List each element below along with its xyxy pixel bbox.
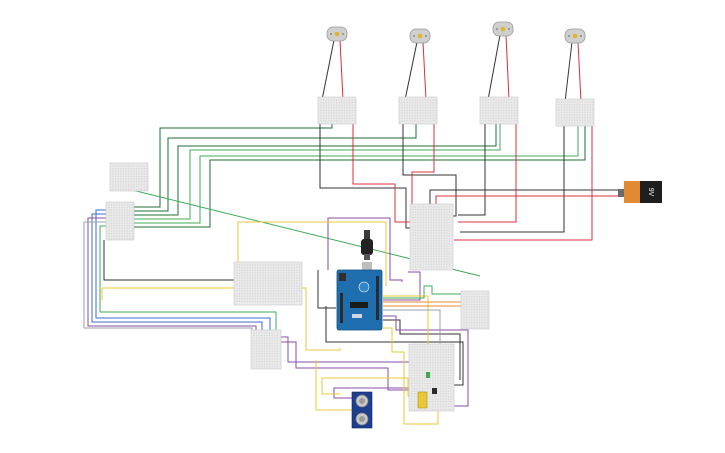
wire-purple-sensor[interactable] [333, 387, 418, 399]
dc-motor-2[interactable] [409, 28, 431, 44]
breadboard-body [409, 203, 454, 271]
wire-red-3[interactable] [458, 124, 517, 223]
breadboard-top-left[interactable] [109, 162, 149, 192]
wire-motor4-red[interactable] [577, 41, 582, 103]
wire-dkgreen-1[interactable] [133, 124, 333, 208]
wire-blue-1[interactable] [95, 209, 271, 330]
wire-black-uno-down[interactable] [325, 306, 464, 386]
wire-blue-2[interactable] [91, 213, 263, 330]
wire-motor2-black[interactable] [404, 41, 418, 101]
breadboard-bottom-right[interactable] [408, 343, 455, 412]
wire-yellow-2[interactable] [101, 287, 341, 351]
wire-dkgreen-3[interactable] [133, 124, 497, 216]
battery-label: 9V [647, 188, 654, 197]
dc-barrel [339, 273, 346, 281]
wire-green-right[interactable] [383, 285, 462, 299]
led-green[interactable] [426, 372, 430, 378]
wire-green-left[interactable] [99, 225, 277, 330]
microcontroller-chip [350, 302, 368, 308]
wire-black-battery[interactable] [429, 189, 624, 205]
buzzer[interactable] [417, 391, 428, 409]
wire-motor1-red[interactable] [339, 39, 344, 101]
battery-9v[interactable]: 9V [618, 181, 662, 203]
uno-logo-icon [358, 281, 370, 293]
motor-shaft-icon [572, 33, 578, 39]
wire-motor2-red[interactable] [422, 41, 427, 101]
wire-purple-left[interactable] [87, 217, 257, 330]
wire-black-gnd-3[interactable] [458, 124, 486, 216]
breadboards-layer [105, 96, 595, 412]
breadboard-right-small[interactable] [460, 290, 490, 330]
wire-motor4-black[interactable] [564, 41, 573, 103]
motor-shaft-icon [417, 33, 423, 39]
wire-yellow-4[interactable] [383, 327, 439, 425]
arduino-board [336, 269, 383, 331]
wire-dkgreen-2[interactable] [133, 124, 417, 212]
wire-red-battery[interactable] [435, 195, 624, 205]
wire-red-4[interactable] [454, 126, 593, 241]
dc-motor-3[interactable] [492, 21, 514, 37]
wire-black-lower[interactable] [383, 319, 461, 380]
wire-black-gnd-1[interactable] [319, 124, 412, 229]
motor-shaft-icon [500, 26, 506, 32]
bottom-parts [417, 372, 437, 409]
breadboard-motor-1[interactable] [317, 96, 357, 125]
power-jack[interactable] [361, 230, 373, 260]
digital-header [376, 276, 379, 320]
usb-port [362, 262, 372, 273]
breadboard-center-vertical[interactable] [409, 203, 454, 271]
wire-red-2[interactable] [411, 124, 435, 206]
wire-motor3-red[interactable] [505, 34, 510, 101]
motors-layer [326, 21, 586, 44]
wire-motor1-black[interactable] [321, 39, 335, 101]
wires-layer [83, 34, 624, 425]
wire-purple-4[interactable] [383, 315, 469, 407]
dc-motor-1[interactable] [326, 26, 348, 42]
wire-black-gnd-4[interactable] [460, 126, 565, 233]
wire-purple-1[interactable] [327, 217, 403, 282]
battery-body [640, 181, 662, 203]
wire-black-uno-gnd[interactable] [317, 270, 336, 309]
arduino-uno[interactable] [336, 262, 383, 331]
wire-green-4[interactable] [133, 124, 501, 220]
wire-dkgreen-6[interactable] [133, 126, 586, 228]
breadboard-body [408, 343, 455, 412]
wire-motor3-black[interactable] [487, 34, 501, 101]
wire-black-gnd-2[interactable] [402, 124, 457, 217]
motor-shaft-icon [334, 31, 340, 37]
wire-purple-3[interactable] [274, 341, 418, 391]
breadboard-motor-4[interactable] [555, 98, 595, 127]
wire-yellow-1[interactable] [237, 221, 387, 286]
dc-motor-4[interactable] [564, 28, 586, 44]
battery-cap [624, 181, 640, 203]
wire-purple-right[interactable] [383, 271, 421, 301]
breadboard-lower-left[interactable] [250, 329, 282, 370]
breadboard-middle-wide[interactable] [233, 261, 303, 306]
breadboard-motor-3[interactable] [479, 96, 519, 125]
transistor[interactable] [432, 388, 437, 394]
ultrasonic-sensor[interactable] [351, 391, 373, 429]
breadboard-body [250, 329, 282, 370]
breadboard-left[interactable] [105, 201, 135, 241]
analog-header [340, 293, 343, 323]
wire-red-1[interactable] [352, 124, 412, 223]
breadboard-motor-2[interactable] [398, 96, 438, 125]
wire-black-left-loop[interactable] [103, 240, 236, 281]
wire-gray-left[interactable] [83, 221, 253, 330]
wire-green-5[interactable] [133, 126, 579, 224]
